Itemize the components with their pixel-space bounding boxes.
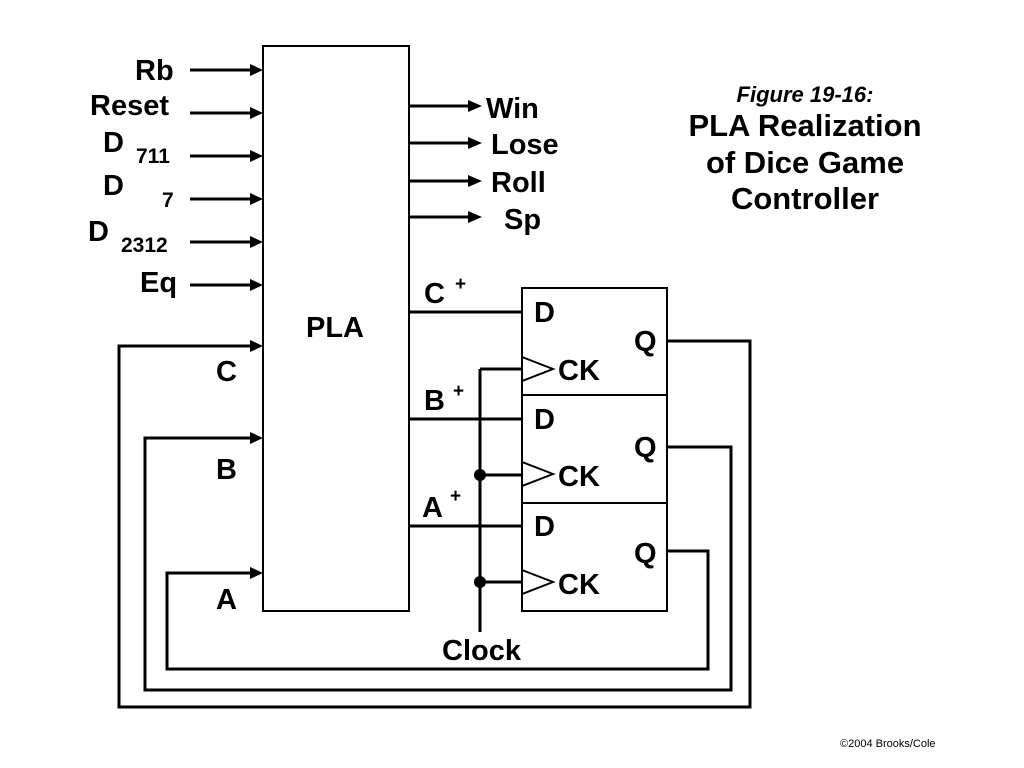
input-subscript-7: 7: [162, 189, 174, 212]
input-subscript-711: 711: [136, 145, 170, 168]
feedback-wire-c: [117, 339, 752, 709]
state-input-label-b: B: [216, 454, 237, 486]
flipflop-b: [521, 394, 668, 504]
copyright-notice: ©2004 Brooks/Cole: [840, 738, 936, 750]
feedback-wire-a: [165, 549, 710, 671]
ff-a-q-label: Q: [634, 538, 657, 570]
figure-title: Figure 19-16: PLA Realization of Dice Ga…: [640, 82, 970, 218]
clock-label: Clock: [442, 635, 522, 667]
ff-b-ck-label: CK: [558, 461, 600, 493]
figure-title-line-1: PLA Realization: [688, 107, 922, 143]
figure-title-line-2: of Dice Game: [705, 144, 905, 180]
state-input-label-a: A: [216, 584, 237, 616]
ff-b-d-label: D: [534, 404, 555, 436]
input-label-d2312: D: [88, 216, 109, 248]
output-label-win: Win: [486, 93, 539, 125]
next-state-label-c: C: [424, 278, 445, 310]
flipflop-a: [521, 502, 668, 612]
pla-block: [262, 45, 410, 612]
input-label-d7: D: [103, 170, 124, 202]
input-subscript-2312: 2312: [121, 234, 168, 257]
input-label-reset: Reset: [90, 90, 169, 122]
figure-title-line-3: Controller: [730, 181, 880, 217]
next-state-sup-c: +: [455, 274, 466, 295]
input-wires: [190, 64, 263, 291]
next-state-label-a: A: [422, 492, 443, 524]
pla-label: PLA: [306, 312, 364, 344]
output-wires: [409, 100, 482, 223]
state-input-label-c: C: [216, 356, 237, 388]
clock-wires: [474, 367, 522, 632]
ff-b-q-label: Q: [634, 432, 657, 464]
ff-c-d-label: D: [534, 297, 555, 329]
ff-c-ck-label: CK: [558, 355, 600, 387]
figure-caption: Figure 19-16:: [736, 82, 874, 107]
input-label-rb: Rb: [135, 55, 174, 87]
input-label-eq: Eq: [140, 267, 177, 299]
output-label-roll: Roll: [491, 167, 546, 199]
ff-a-d-label: D: [534, 511, 555, 543]
output-label-lose: Lose: [491, 129, 559, 161]
next-state-label-b: B: [424, 385, 445, 417]
ff-c-q-label: Q: [634, 326, 657, 358]
ff-a-ck-label: CK: [558, 569, 600, 601]
next-state-sup-b: +: [453, 381, 464, 402]
next-state-wires: [409, 310, 522, 528]
output-label-sp: Sp: [504, 204, 541, 236]
input-label-d711: D: [103, 127, 124, 159]
next-state-sup-a: +: [450, 486, 461, 507]
feedback-wire-b: [143, 432, 733, 692]
